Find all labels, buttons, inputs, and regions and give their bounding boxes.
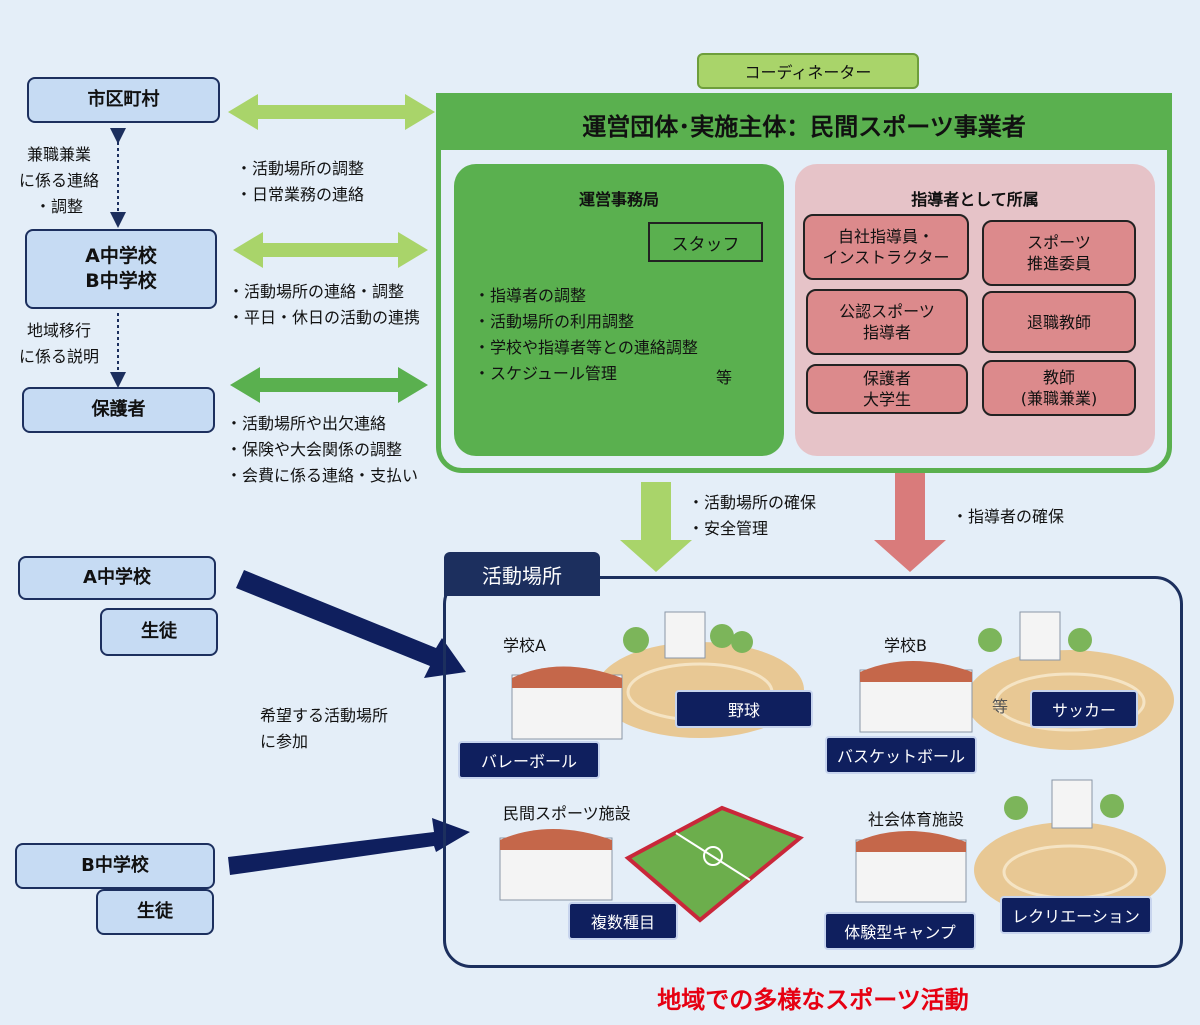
schools-ab-box: A中学校 B中学校	[25, 229, 217, 309]
office-etc: 等	[716, 368, 733, 387]
venues-title: 活動場所	[444, 552, 600, 596]
student-a-box: 生徒	[100, 608, 218, 656]
private-facility-name: 民間スポーツ施設	[503, 804, 631, 823]
sport-volleyball: バレーボール	[458, 741, 600, 779]
student-b-label: 生徒	[137, 901, 173, 922]
sport-basketball: バスケットボール	[825, 736, 977, 774]
green-down-arrow	[620, 482, 692, 572]
private-facility-illustration	[499, 805, 804, 923]
instructor-parents-students: 保護者 大学生	[806, 364, 968, 414]
double-arrow-3	[230, 367, 428, 403]
instructor-certified: 公認スポーツ 指導者	[806, 289, 968, 355]
office-tasks: ・指導者の調整 ・活動場所の利用調整 ・学校や指導者等との連絡調整 ・スケジュー…	[474, 286, 698, 383]
coordinator-badge: コーディネーター	[697, 53, 919, 89]
join-note: 希望する活動場所 に参加	[260, 706, 389, 751]
double-arrow-2	[233, 232, 428, 268]
guardians-label: 保護者	[91, 399, 146, 420]
arrow-note-1: ・活動場所の調整 ・日常業務の連絡	[236, 159, 365, 204]
public-facility-name: 社会体育施設	[868, 810, 965, 829]
instructor-retired-teacher: 退職教師	[982, 291, 1136, 353]
arrow-note-3: ・活動場所や出欠連絡 ・保険や大会関係の調整 ・会費に係る連絡・支払い	[226, 414, 419, 485]
red-down-arrow	[874, 456, 946, 572]
guardians-box: 保護者	[22, 387, 215, 433]
staff-box: スタッフ	[648, 222, 763, 262]
municipality-label: 市区町村	[87, 89, 160, 110]
public-facility-illustration	[855, 779, 1166, 918]
office-panel	[454, 164, 784, 456]
student-b-box: 生徒	[96, 889, 214, 935]
school-b-etc: 等	[992, 697, 1009, 716]
side-note-2: 地域移行 に係る説明	[18, 321, 99, 366]
activity-recreation: レクリエーション	[1000, 896, 1152, 934]
footer-title: 地域での多様なスポーツ活動	[657, 986, 969, 1014]
school-b-name: 学校B	[884, 636, 927, 655]
double-arrow-1	[228, 94, 435, 130]
venues-frame	[443, 576, 1183, 968]
arrow-note-2: ・活動場所の連絡・調整 ・平日・休日の活動の連携	[228, 282, 421, 327]
school-a-name: 学校A	[503, 636, 546, 655]
municipality-box: 市区町村	[27, 77, 220, 123]
instructor-in-house: 自社指導員・ インストラクター	[803, 214, 969, 280]
sport-soccer: サッカー	[1030, 690, 1138, 728]
sport-baseball: 野球	[675, 690, 813, 728]
green-arrow-note: ・活動場所の確保 ・安全管理	[688, 493, 817, 538]
instructors-title: 指導者として所属	[911, 190, 1039, 209]
sport-multiple: 複数種目	[568, 902, 678, 940]
instructor-sports-promoter: スポーツ 推進委員	[982, 220, 1136, 286]
instructor-teacher-side-job: 教師 (兼職兼業)	[982, 360, 1136, 416]
school-a-box: A中学校	[18, 556, 216, 600]
school-b-label: B中学校	[81, 855, 149, 876]
school-a-label: A中学校	[83, 567, 151, 588]
school-b-box: B中学校	[15, 843, 215, 889]
student-a-label: 生徒	[141, 621, 177, 642]
navy-arrow-a	[236, 570, 466, 678]
side-note-1: 兼職兼業 に係る連絡 ・調整	[18, 145, 99, 216]
office-title: 運営事務局	[578, 190, 659, 209]
red-arrow-note: ・指導者の確保	[952, 507, 1065, 526]
org-title: 運営団体･実施主体：民間スポーツ事業者	[441, 98, 1167, 150]
activity-camp: 体験型キャンプ	[824, 912, 976, 950]
navy-arrow-b	[228, 818, 470, 875]
